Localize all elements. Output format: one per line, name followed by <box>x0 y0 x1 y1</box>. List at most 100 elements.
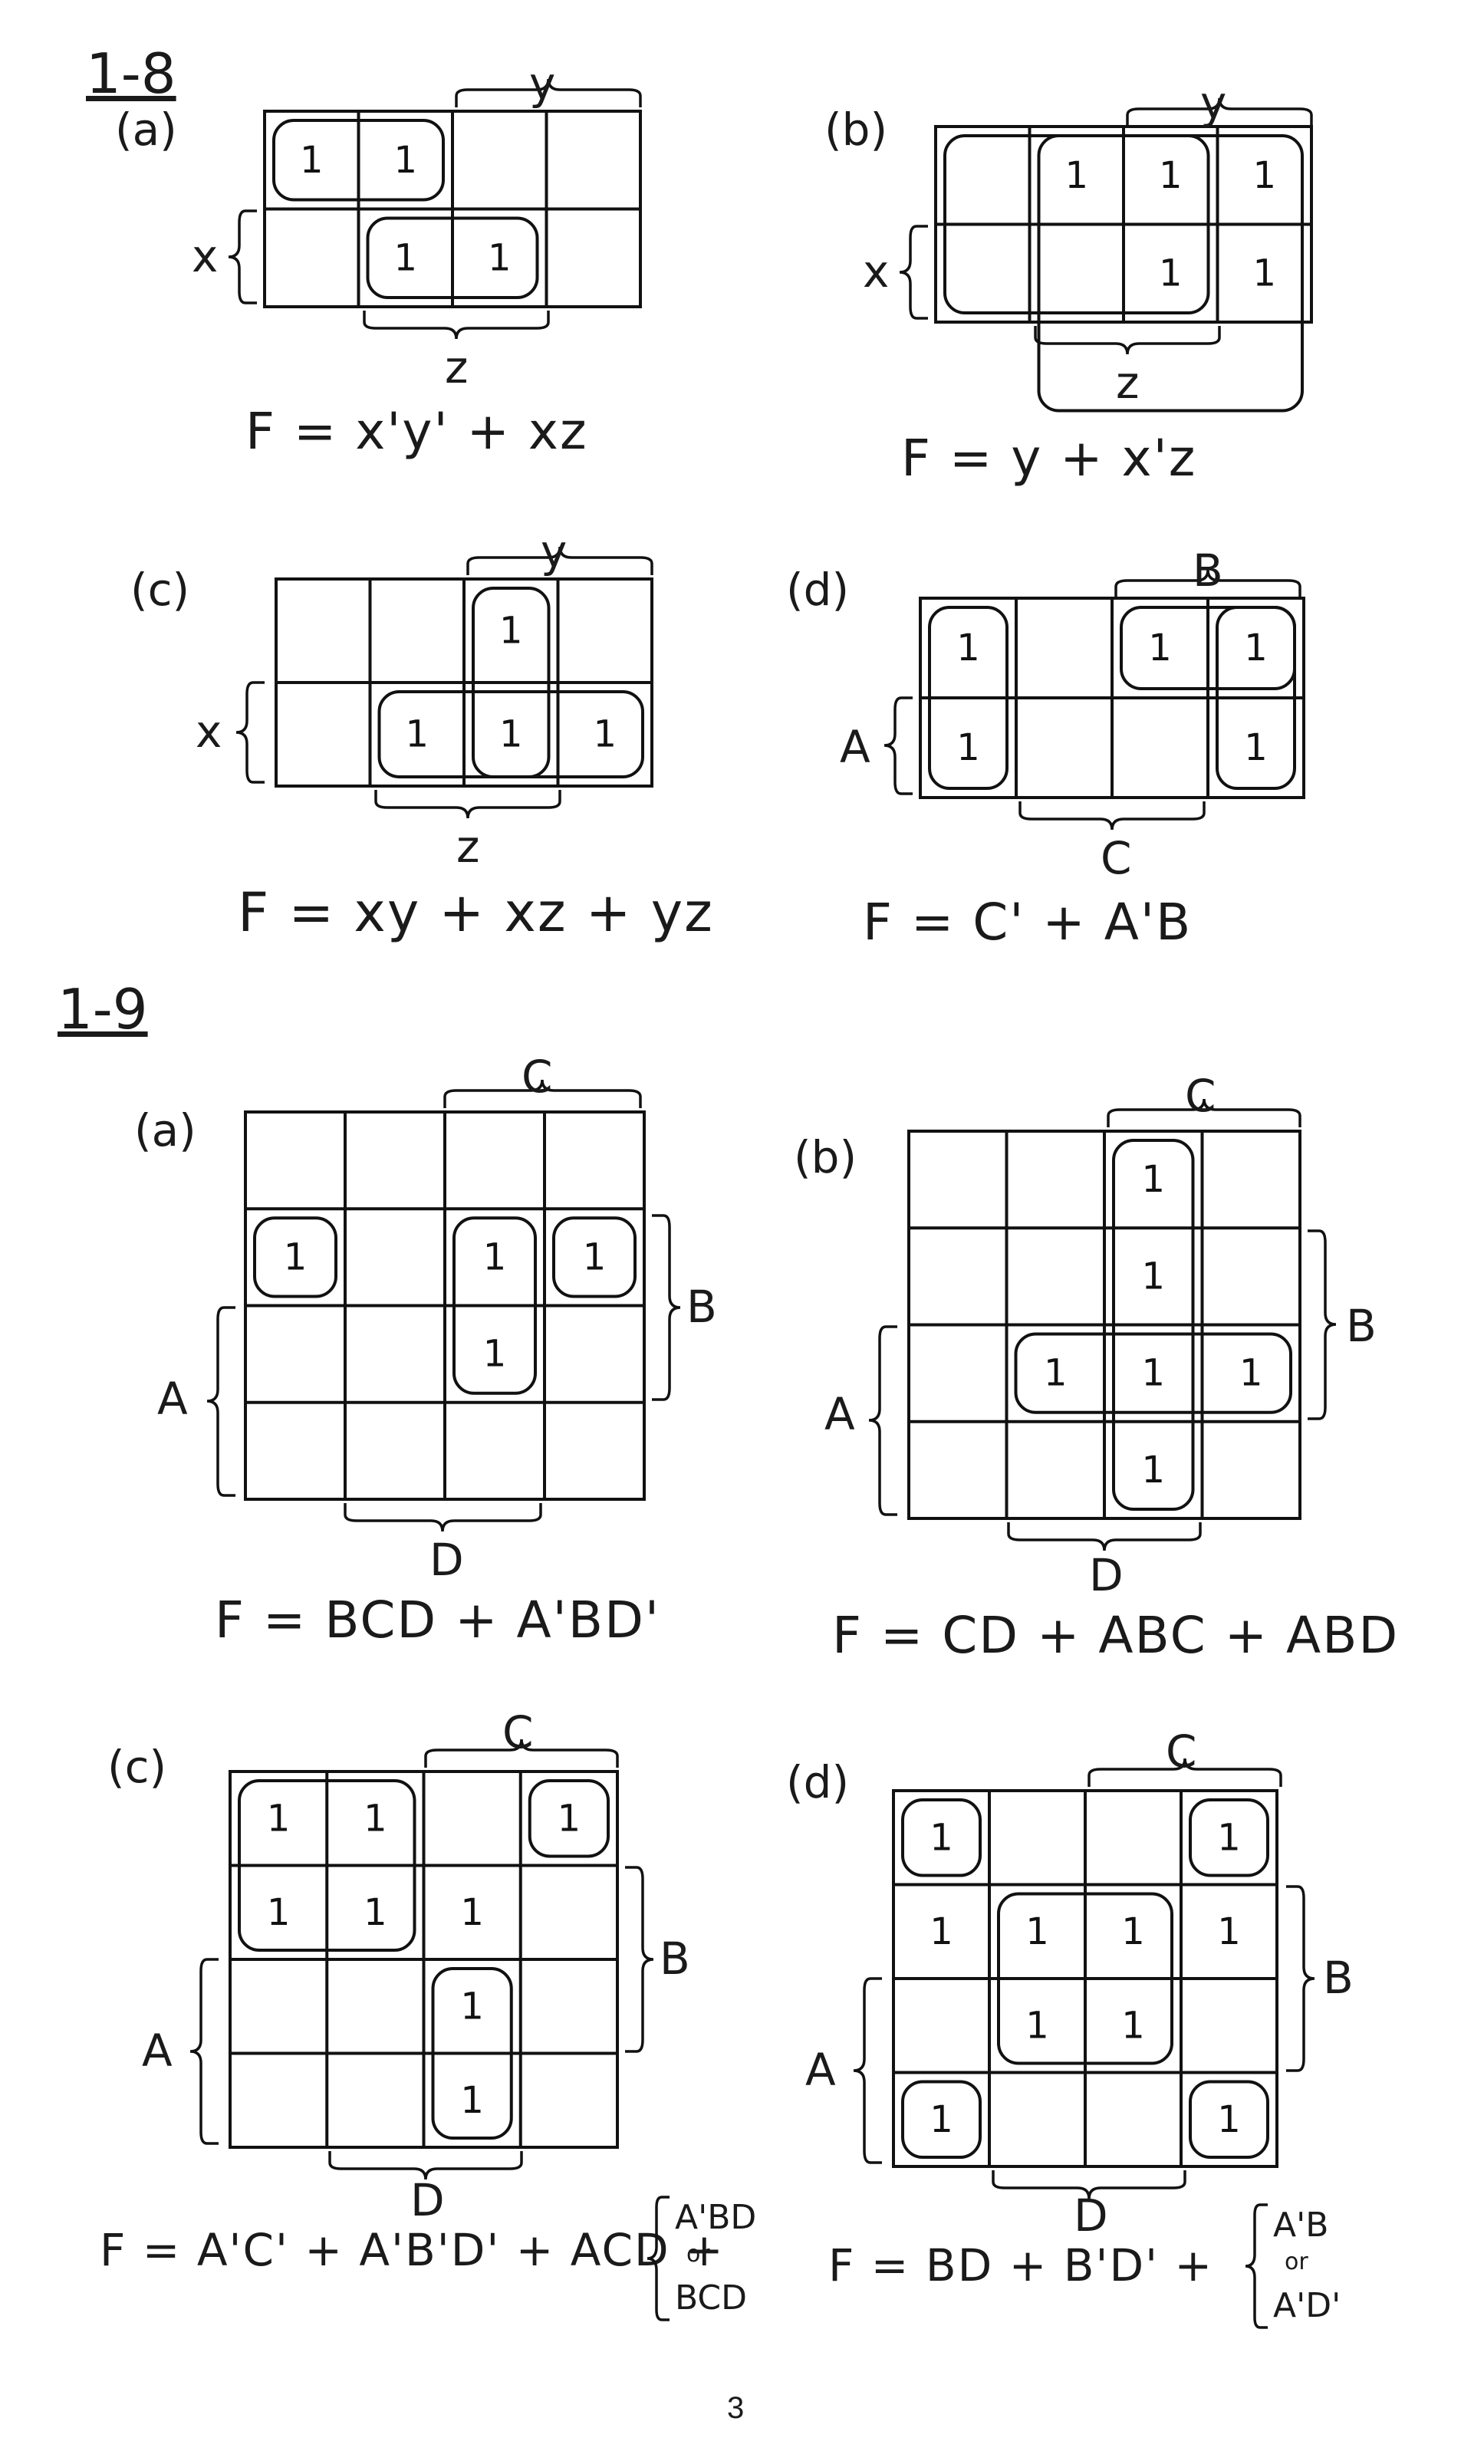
top-var-18a: y <box>529 58 556 110</box>
kmap-one-entry: 1 <box>1025 2004 1049 2047</box>
top-brace-18d <box>1114 569 1301 598</box>
kmap-one-entry: 1 <box>1252 154 1276 197</box>
kmap-group-loop <box>552 1216 637 1298</box>
top-var-19a: C <box>522 1051 553 1103</box>
kmap-group-loop <box>928 606 1009 790</box>
equation-18d: F = C' + A'B <box>863 893 1193 952</box>
kmap-one-entry: 1 <box>364 1891 387 1934</box>
bottom-brace-18d <box>1018 801 1206 831</box>
kmap-one-entry: 1 <box>593 713 617 756</box>
kmap-one-entry: 1 <box>1121 1910 1145 1953</box>
left-brace-19b <box>868 1325 897 1516</box>
bottom-var-19b: D <box>1089 1549 1124 1601</box>
bottom-var-18b: z <box>1116 357 1140 409</box>
top-var-19d: C <box>1166 1725 1197 1778</box>
left-var-19a: A <box>157 1373 188 1425</box>
equation-18c: F = xy + xz + yz <box>238 881 714 944</box>
right-var-19b: B <box>1346 1300 1377 1352</box>
left-brace-18b <box>899 225 928 320</box>
right-brace-19a <box>652 1214 681 1401</box>
problem-label-18a: (a) <box>115 104 177 156</box>
kmap-one-entry: 1 <box>1148 627 1172 669</box>
kmap-one-entry: 1 <box>930 1910 953 1953</box>
bottom-brace-19b <box>1007 1522 1202 1551</box>
alternative-brace-19c <box>647 2196 670 2321</box>
kmap-group-loop <box>253 1216 337 1298</box>
equation-18b: F = y + x'z <box>901 429 1197 488</box>
kmap-one-entry: 1 <box>1239 1352 1263 1395</box>
kmap-one-entry: 1 <box>393 236 417 279</box>
kmap-group-loop <box>1216 606 1296 790</box>
kmap-group-loop <box>238 1779 416 1952</box>
kmap-one-entry: 1 <box>1141 1449 1165 1492</box>
kmap-one-entry: 1 <box>930 2098 953 2141</box>
kmap-one-entry: 1 <box>1217 1816 1241 1859</box>
kmap-group-loop <box>366 216 539 299</box>
kmap-group-loop <box>901 1798 982 1877</box>
left-var-18a: x <box>192 230 219 282</box>
bottom-brace-18c <box>374 790 561 819</box>
kmap-one-entry: 1 <box>1252 252 1276 294</box>
top-brace-19b <box>1107 1098 1301 1127</box>
bottom-brace-18b <box>1034 326 1221 355</box>
kmap-one-entry: 1 <box>1064 154 1088 197</box>
kmap-one-entry: 1 <box>460 1891 484 1934</box>
alt-term-2-19c: BCD <box>675 2278 748 2318</box>
kmap-group-loop <box>377 690 644 778</box>
kmap-group-loop <box>272 119 445 202</box>
right-var-19a: B <box>686 1281 717 1333</box>
kmap-group-loop <box>1014 1332 1292 1414</box>
equation-18a: F = x'y' + xz <box>245 402 588 461</box>
bottom-brace-19c <box>328 2151 523 2180</box>
kmap-one-entry: 1 <box>267 1797 291 1840</box>
kmap-one-entry: 1 <box>393 139 417 182</box>
kmap-one-entry: 1 <box>1244 627 1268 669</box>
problem-label-19c: (c) <box>107 1741 167 1793</box>
top-brace-18a <box>455 78 642 107</box>
top-brace-19d <box>1087 1758 1282 1787</box>
problem-label-18d: (d) <box>786 564 850 616</box>
kmap-one-entry: 1 <box>1244 726 1268 769</box>
kmap-one-entry: 1 <box>583 1235 607 1278</box>
right-brace-19b <box>1308 1229 1337 1420</box>
kmap-one-entry: 1 <box>1044 1352 1068 1395</box>
equation-19a: F = BCD + A'BD' <box>215 1591 661 1650</box>
left-var-19b: A <box>824 1388 855 1440</box>
bottom-brace-18a <box>363 311 550 340</box>
bottom-var-19d: D <box>1074 2189 1108 2242</box>
problem-label-19b: (b) <box>794 1131 857 1183</box>
kmap-one-entry: 1 <box>1159 252 1183 294</box>
bottom-brace-19a <box>344 1503 542 1532</box>
equation-19d: F = BD + B'D' + <box>828 2239 1214 2291</box>
kmap-one-entry: 1 <box>267 1891 291 1934</box>
left-brace-18a <box>228 209 257 304</box>
right-brace-19c <box>625 1866 654 2053</box>
top-brace-18c <box>466 546 653 575</box>
left-var-19d: A <box>805 2044 836 2096</box>
kmap-one-entry: 1 <box>1141 1255 1165 1298</box>
kmap-one-entry: 1 <box>284 1235 308 1278</box>
kmap-group-loop <box>1189 1798 1269 1877</box>
page-number: 3 <box>727 2391 745 2425</box>
left-var-18b: x <box>863 245 890 298</box>
kmap-one-entry: 1 <box>483 1333 507 1376</box>
left-brace-19a <box>206 1306 235 1497</box>
kmap-one-entry: 1 <box>499 713 523 756</box>
problem-label-19a: (a) <box>134 1104 196 1156</box>
section-heading-1-8: 1-8 <box>86 41 176 106</box>
kmap-group-loop <box>997 1892 1173 2065</box>
alt-term-1-19c: A'BD <box>675 2198 757 2237</box>
top-var-18b: y <box>1200 77 1227 129</box>
kmap-one-entry: 1 <box>956 726 980 769</box>
kmap-one-entry: 1 <box>1141 1352 1165 1395</box>
bottom-var-18a: z <box>445 341 469 393</box>
bottom-var-19a: D <box>429 1534 464 1586</box>
kmap-group-loop <box>1112 1139 1195 1511</box>
